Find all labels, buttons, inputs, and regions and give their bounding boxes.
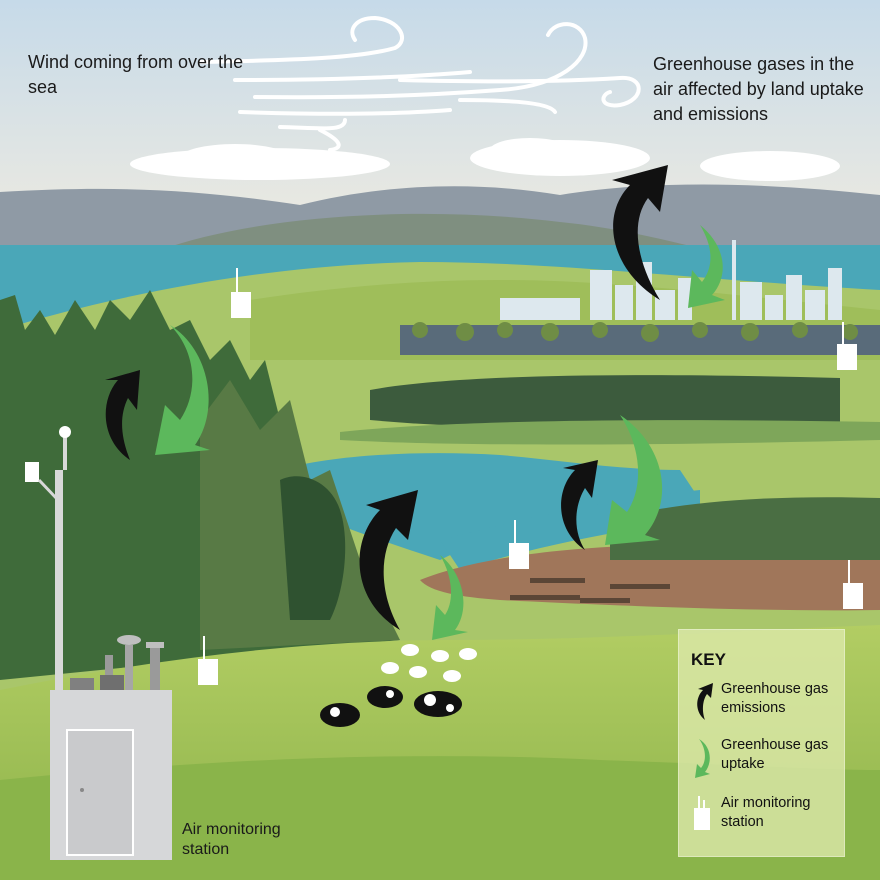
city-skyline (500, 240, 842, 320)
key-label-uptake: Greenhouse gas uptake (721, 737, 829, 772)
right-forest (610, 497, 880, 560)
cows (320, 686, 462, 727)
monitoring-station-icons (198, 268, 863, 685)
uptake-arrows (155, 225, 725, 640)
harvested-forest (420, 545, 880, 611)
emission-arrows (105, 165, 668, 630)
key-item-emissions: Greenhouse gas emissions (691, 680, 841, 730)
monitoring-station-icon (694, 796, 710, 830)
air-monitoring-station (25, 426, 172, 860)
legend-key: KEY Greenhouse gas emissions Greenhouse … (678, 629, 845, 857)
key-label-station: Air monitoring station (721, 795, 811, 830)
green-curved-arrow-icon (695, 739, 710, 778)
greenhouse-gas-label: Greenhouse gases in the air affected by … (653, 54, 864, 124)
sheep-flock (381, 644, 477, 682)
plantation-forest (370, 375, 840, 429)
key-title: KEY (691, 650, 726, 669)
wind-label: Wind coming from over the sea (28, 52, 244, 97)
clouds (130, 138, 840, 181)
black-curved-arrow-icon (697, 683, 713, 720)
key-item-station: Air monitoring station (691, 794, 841, 844)
key-item-uptake: Greenhouse gas uptake (691, 736, 841, 786)
air-monitoring-station-label: Air monitoring station (182, 821, 281, 858)
wind-lines (198, 15, 641, 152)
key-label-emissions: Greenhouse gas emissions (721, 681, 829, 716)
